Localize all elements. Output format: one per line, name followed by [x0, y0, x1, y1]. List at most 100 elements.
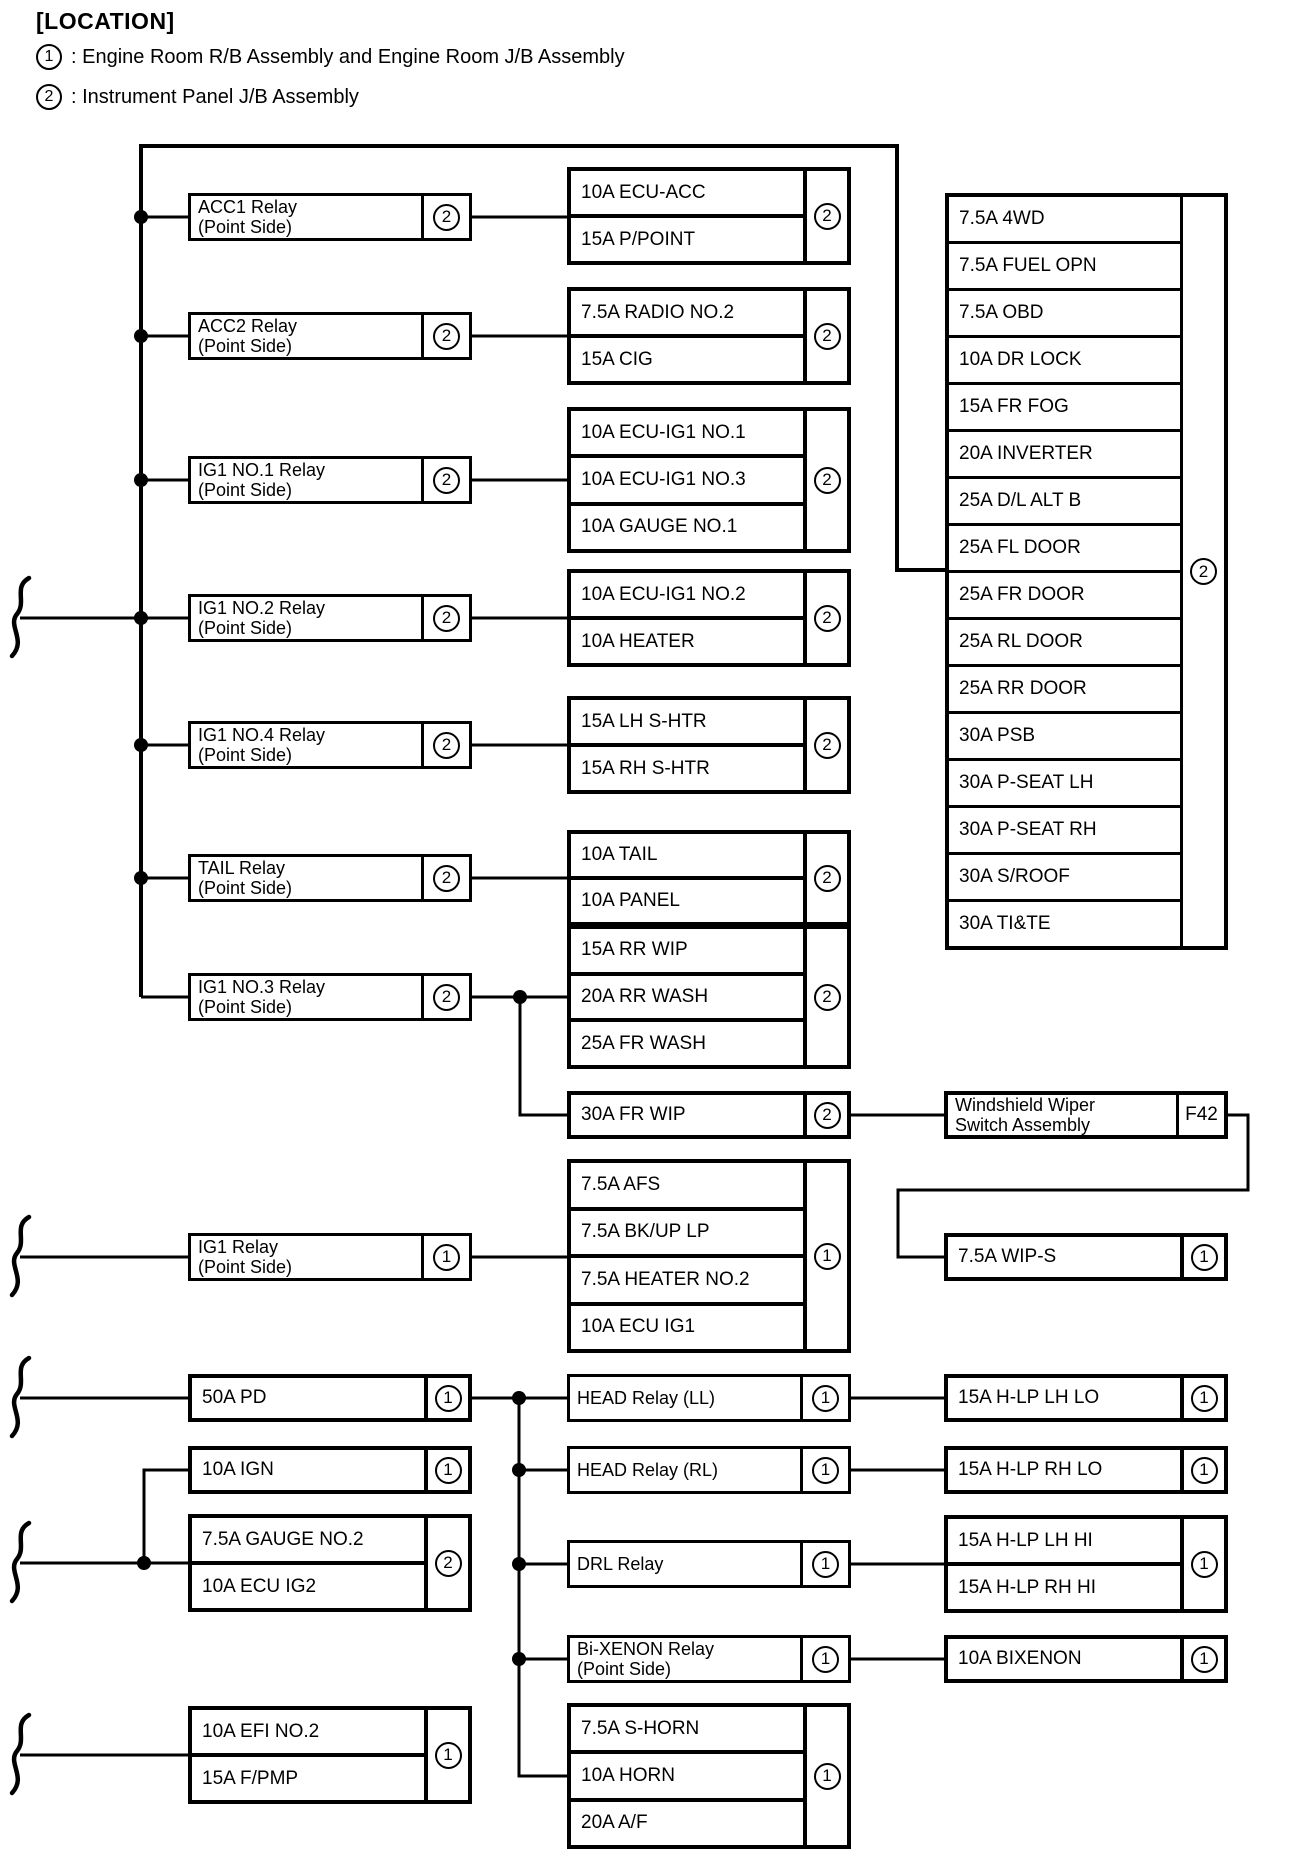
- panel-ref-icon: 2: [813, 983, 841, 1011]
- relay-ig1-no1: IG1 NO.1 Relay(Point Side) 2: [188, 456, 472, 504]
- legend-text-2: : Instrument Panel J/B Assembly: [71, 85, 359, 108]
- panel-ref-icon: 2: [433, 731, 460, 759]
- relay-head-ll: HEAD Relay (LL) 1: [567, 1374, 851, 1422]
- fuse-row: 7.5A OBD: [949, 291, 1180, 338]
- relay-acc1: ACC1 Relay(Point Side) 2: [188, 193, 472, 241]
- fuse-row: 15A RH S-HTR: [581, 757, 710, 779]
- fuse-row: 10A GAUGE NO.1: [581, 516, 738, 538]
- fuse-row: 10A ECU IG2: [202, 1575, 317, 1597]
- fuse-box-bixenon: 10A BIXENON 1: [944, 1635, 1228, 1683]
- relay-drl: DRL Relay 1: [567, 1540, 851, 1588]
- fuse-box-fr-wip: 30A FR WIP 2: [567, 1091, 851, 1139]
- fuse-box-pd: 50A PD 1: [188, 1374, 472, 1422]
- fuse-row: 7.5A S-HORN: [571, 1707, 803, 1755]
- instrument-panel-fuse-list: 7.5A 4WD 7.5A FUEL OPN 7.5A OBD 10A DR L…: [945, 193, 1228, 950]
- panel-ref-icon: 1: [812, 1645, 839, 1673]
- fuse-row: 10A BIXENON: [958, 1648, 1082, 1669]
- fuse-row: 10A ECU IG1: [581, 1316, 696, 1338]
- legend-item-2: 2 : Instrument Panel J/B Assembly: [36, 84, 359, 110]
- fuse-group-hlp-hi: 15A H-LP LH HI 15A H-LP RH HI 1: [944, 1515, 1228, 1613]
- fuse-row: 15A LH S-HTR: [571, 700, 803, 747]
- fuse-row: 10A EFI NO.2: [192, 1710, 424, 1757]
- fuse-row: 30A TI&TE: [959, 913, 1051, 934]
- fuse-row: 20A A/F: [581, 1812, 648, 1834]
- fuse-group-ig1-no1: 10A ECU-IG1 NO.1 10A ECU-IG1 NO.3 10A GA…: [567, 407, 851, 553]
- fuse-row: 25A FR WASH: [581, 1032, 706, 1054]
- panel-ref-icon: 2: [813, 864, 841, 892]
- panel-ref-icon: 2: [433, 983, 460, 1011]
- panel-ref-icon: 1: [1190, 1550, 1218, 1578]
- panel-ref-icon: 2: [813, 604, 841, 632]
- relay-bi-xenon: Bi-XENON Relay(Point Side) 1: [567, 1635, 851, 1683]
- fuse-row: 7.5A RADIO NO.2: [571, 291, 803, 338]
- fuse-row: 25A FR DOOR: [949, 573, 1180, 620]
- fuse-row: 15A H-LP RH LO: [958, 1459, 1103, 1480]
- panel-ref-icon: 2: [813, 1101, 841, 1129]
- junction-dots: [134, 210, 527, 1666]
- fuse-row: 15A FR FOG: [949, 385, 1180, 432]
- fuse-row: 25A FL DOOR: [949, 526, 1180, 573]
- fuse-row: 15A H-LP LH LO: [958, 1387, 1100, 1408]
- panel-ref-icon: 1: [1190, 1384, 1218, 1412]
- legend-item-1: 1 : Engine Room R/B Assembly and Engine …: [36, 44, 625, 70]
- fuse-row: 7.5A BK/UP LP: [571, 1211, 803, 1258]
- fuse-box-hlp-lh-lo: 15A H-LP LH LO 1: [944, 1374, 1228, 1422]
- panel-ref-icon: 2: [433, 322, 460, 350]
- fuse-group-efi: 10A EFI NO.2 15A F/PMP 1: [188, 1706, 472, 1804]
- legend-text-1: : Engine Room R/B Assembly and Engine Ro…: [71, 45, 625, 68]
- fuse-row: 10A HORN: [571, 1754, 803, 1802]
- fuse-row: 7.5A AFS: [571, 1163, 803, 1211]
- relay-head-rl: HEAD Relay (RL) 1: [567, 1446, 851, 1494]
- wire-break-squiggle: [9, 575, 32, 1796]
- panel-ref-icon: 1: [1190, 1645, 1218, 1673]
- fuse-row: 7.5A HEATER NO.2: [571, 1258, 803, 1306]
- connector-tag: F42: [1185, 1104, 1218, 1125]
- fuse-row: 15A P/POINT: [581, 228, 696, 250]
- relay-ig1-no4: IG1 NO.4 Relay(Point Side) 2: [188, 721, 472, 769]
- panel-ref-icon: 2: [434, 1549, 462, 1577]
- fuse-row: 10A PANEL: [581, 890, 680, 911]
- circled-2-icon: 2: [36, 84, 62, 110]
- fuse-box-hlp-rh-lo: 15A H-LP RH LO 1: [944, 1446, 1228, 1494]
- panel-ref-icon: 2: [813, 466, 841, 494]
- panel-ref-icon: 1: [813, 1242, 841, 1270]
- fuse-row: 25A RL DOOR: [949, 620, 1180, 667]
- panel-ref-icon: 2: [433, 203, 460, 231]
- main-bus-wire: [139, 144, 945, 997]
- relay-ig1-no3: IG1 NO.3 Relay(Point Side) 2: [188, 973, 472, 1021]
- panel-ref-icon: 1: [434, 1456, 462, 1484]
- fuse-row: 15A H-LP LH HI: [948, 1519, 1180, 1566]
- panel-ref-icon: 1: [812, 1384, 839, 1412]
- fuse-row: 20A INVERTER: [949, 432, 1180, 479]
- fuse-row: 15A H-LP RH HI: [958, 1576, 1096, 1598]
- relay-acc2: ACC2 Relay(Point Side) 2: [188, 312, 472, 360]
- panel-ref-icon: 1: [813, 1762, 841, 1790]
- fuse-group-tail: 10A TAIL 10A PANEL 2: [567, 830, 851, 926]
- fuse-row: 10A DR LOCK: [949, 338, 1180, 385]
- fuse-row: 50A PD: [202, 1387, 267, 1408]
- panel-ref-icon: 2: [433, 466, 460, 494]
- panel-ref-icon: 2: [813, 202, 841, 230]
- panel-ref-icon: 1: [1190, 1243, 1218, 1271]
- fuse-group-ig1: 7.5A AFS 7.5A BK/UP LP 7.5A HEATER NO.2 …: [567, 1159, 851, 1353]
- fuse-row: 15A CIG: [581, 348, 653, 370]
- panel-ref-icon: 1: [812, 1550, 839, 1578]
- fuse-row: 7.5A GAUGE NO.2: [192, 1518, 424, 1565]
- fuse-row: 10A ECU-IG1 NO.3: [571, 458, 803, 506]
- fuse-group-ig1-no3: 15A RR WIP 20A RR WASH 25A FR WASH 2: [567, 925, 851, 1069]
- fuse-box-wip-s: 7.5A WIP-S 1: [944, 1233, 1228, 1281]
- fuse-row: 10A HEATER: [581, 630, 695, 652]
- fuse-group-horn: 7.5A S-HORN 10A HORN 20A A/F 1: [567, 1703, 851, 1849]
- fuse-row: 7.5A WIP-S: [958, 1246, 1057, 1267]
- fuse-row: 20A RR WASH: [571, 976, 803, 1023]
- page-title: [LOCATION]: [36, 8, 175, 35]
- relay-ig1-no2: IG1 NO.2 Relay(Point Side) 2: [188, 594, 472, 642]
- panel-ref-icon: 1: [1190, 1456, 1218, 1484]
- fuse-row: 30A P-SEAT LH: [949, 761, 1180, 808]
- panel-ref-icon: 2: [433, 864, 460, 892]
- fuse-row: 10A TAIL: [571, 834, 803, 880]
- fuse-row: 15A F/PMP: [202, 1767, 299, 1789]
- fuse-row: 15A RR WIP: [571, 929, 803, 976]
- fuse-group-acc2: 7.5A RADIO NO.2 15A CIG 2: [567, 287, 851, 385]
